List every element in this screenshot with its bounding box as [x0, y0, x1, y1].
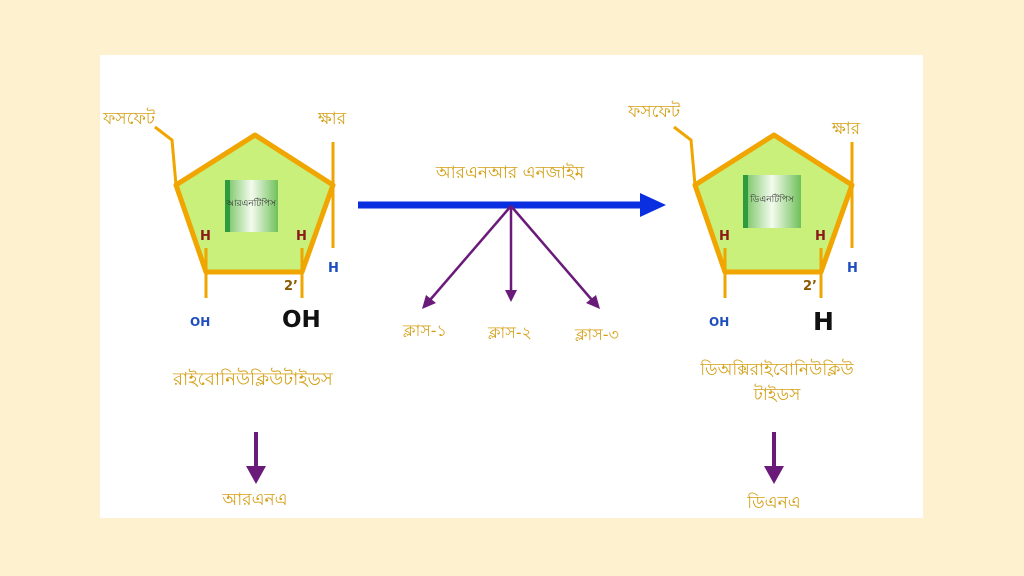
right-h-right: H [815, 229, 826, 244]
right-center-label: ডিএনটিপিস [749, 193, 795, 205]
left-phosphate-label: ফসফেট [102, 108, 156, 129]
rna-label: আরএনএ [221, 490, 287, 510]
right-phosphate-bond [673, 125, 697, 186]
right-prime-label: 2’ [803, 279, 817, 294]
class-3-arrow [510, 205, 593, 301]
right-center-box-edge [743, 175, 748, 228]
right-down-arrow [764, 432, 784, 484]
class-3-label: ক্লাস-৩ [574, 325, 619, 344]
left-h-side: H [328, 261, 339, 276]
ribonucleotide-structure: আরএনটিপিস ফসফেট ক্ষার H H H 2’ OH OH [102, 108, 347, 333]
left-center-box-edge [225, 180, 230, 232]
right-h-side: H [847, 261, 858, 276]
enzyme-label: আরএনআর এনজাইম [435, 163, 585, 183]
class-1-label: ক্লাস-১ [402, 321, 447, 340]
right-phosphate-label: ফসফেট [627, 101, 681, 122]
left-center-label: আরএনটিপিস [225, 197, 277, 209]
left-oh-small: OH [190, 315, 210, 329]
right-center-box [743, 175, 801, 228]
left-prime-label: 2’ [284, 279, 298, 294]
right-h-left: H [719, 229, 730, 244]
left-down-arrow [246, 432, 266, 484]
right-oh-small: OH [709, 315, 729, 329]
dna-label: ডিএনএ [746, 492, 800, 513]
left-center-box [225, 180, 278, 232]
enzyme-main-arrow [358, 193, 666, 217]
left-oh-big: OH [282, 307, 321, 333]
deoxyribonucleotide-name-line1: ডিঅক্সিরাইবোনিউক্লিউ [699, 359, 854, 380]
left-phosphate-bond [154, 125, 178, 186]
deoxyribonucleotide-structure: ডিএনটিপিস ফসফেট ক্ষার H H H 2’ OH H [627, 101, 861, 336]
ribonucleotide-name: রাইবোনিউক্লিউটাইডস [172, 368, 334, 390]
class-1-arrow [429, 205, 512, 301]
left-h-left: H [200, 229, 211, 244]
class-arrows [422, 205, 600, 309]
right-h-big: H [813, 307, 834, 336]
left-base-label: ক্ষার [317, 109, 347, 129]
class-2-label: ক্লাস-২ [487, 323, 532, 342]
left-h-right: H [296, 229, 307, 244]
deoxyribonucleotide-name-line2: টাইডস [753, 384, 802, 405]
right-base-label: ক্ষার [831, 119, 861, 139]
